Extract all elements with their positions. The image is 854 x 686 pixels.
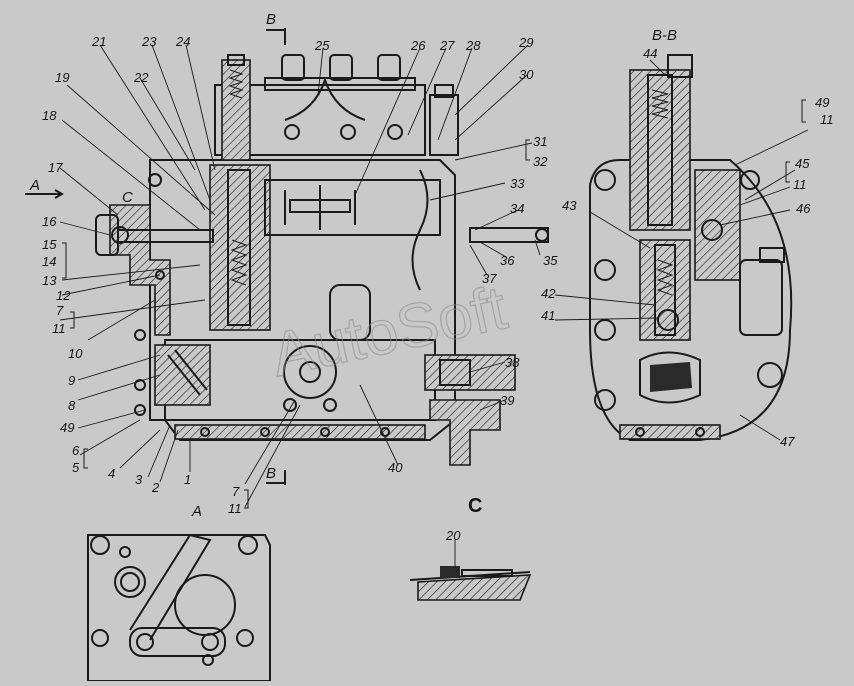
label-47: 47 bbox=[780, 434, 795, 449]
label-10: 10 bbox=[68, 346, 83, 361]
label-27: 27 bbox=[439, 38, 455, 53]
label-8: 8 bbox=[68, 398, 76, 413]
section-bb-labels: 44 49 11 45 11 46 43 42 41 47 bbox=[541, 46, 834, 449]
detail-c-title: C bbox=[468, 495, 482, 517]
label-29: 29 bbox=[518, 35, 533, 50]
label-45: 45 bbox=[795, 156, 810, 171]
view-c-marker: C bbox=[122, 189, 133, 206]
view-a-arrow-label: A bbox=[29, 177, 40, 194]
label-44: 44 bbox=[643, 46, 657, 61]
label-35: 35 bbox=[543, 253, 558, 268]
label-31: 31 bbox=[533, 134, 547, 149]
label-11c: 11 bbox=[820, 112, 834, 127]
label-28: 28 bbox=[465, 38, 481, 53]
section-b-bottom: B bbox=[266, 465, 276, 482]
label-24: 24 bbox=[175, 34, 190, 49]
label-7a: 7 bbox=[56, 303, 64, 318]
label-2: 2 bbox=[151, 480, 160, 495]
label-14: 14 bbox=[42, 254, 56, 269]
label-26: 26 bbox=[410, 38, 426, 53]
main-view-labels: 1 2 3 4 5 6 49 8 9 11 10 7 12 13 14 15 1… bbox=[42, 34, 558, 516]
label-36: 36 bbox=[500, 253, 515, 268]
main-leader-lines bbox=[59, 44, 541, 508]
label-41: 41 bbox=[541, 308, 555, 323]
label-34: 34 bbox=[510, 201, 524, 216]
section-marker-lines bbox=[25, 28, 286, 485]
label-18: 18 bbox=[42, 108, 57, 123]
label-20: 20 bbox=[445, 528, 461, 543]
bracket-marks bbox=[62, 99, 806, 509]
label-13: 13 bbox=[42, 273, 57, 288]
view-a bbox=[87, 533, 271, 682]
label-30: 30 bbox=[519, 67, 534, 82]
label-43: 43 bbox=[562, 198, 577, 213]
section-b-top: B bbox=[266, 11, 276, 28]
label-3: 3 bbox=[135, 472, 143, 487]
label-40: 40 bbox=[388, 460, 403, 475]
view-a-title: A bbox=[191, 503, 202, 520]
label-42: 42 bbox=[541, 286, 556, 301]
main-pump-view bbox=[95, 54, 549, 466]
label-21: 21 bbox=[91, 34, 106, 49]
label-17: 17 bbox=[48, 160, 63, 175]
label-5: 5 bbox=[72, 460, 80, 475]
label-49: 49 bbox=[60, 420, 74, 435]
label-1: 1 bbox=[184, 472, 191, 487]
label-32: 32 bbox=[533, 154, 548, 169]
section-bb-leaders bbox=[554, 59, 809, 441]
label-11d: 11 bbox=[793, 177, 807, 192]
label-6: 6 bbox=[72, 443, 80, 458]
label-15: 15 bbox=[42, 237, 57, 252]
label-11b: 11 bbox=[228, 501, 242, 516]
label-22: 22 bbox=[133, 70, 149, 85]
label-46: 46 bbox=[796, 201, 811, 216]
section-bb-view bbox=[589, 54, 793, 441]
label-33: 33 bbox=[510, 176, 525, 191]
section-bb-title: B-B bbox=[652, 27, 677, 44]
label-38: 38 bbox=[505, 355, 520, 370]
label-39: 39 bbox=[500, 393, 514, 408]
label-25: 25 bbox=[314, 38, 330, 53]
label-7b: 7 bbox=[232, 484, 240, 499]
detail-c bbox=[409, 540, 532, 601]
label-19: 19 bbox=[55, 70, 69, 85]
label-37: 37 bbox=[482, 271, 497, 286]
label-11a: 11 bbox=[52, 321, 66, 336]
section-markers: B B B-B A A C C 20 bbox=[29, 11, 677, 543]
label-9: 9 bbox=[68, 373, 75, 388]
label-16: 16 bbox=[42, 214, 57, 229]
label-49b: 49 bbox=[815, 95, 829, 110]
label-4: 4 bbox=[108, 466, 115, 481]
label-12: 12 bbox=[56, 288, 71, 303]
label-23: 23 bbox=[141, 34, 157, 49]
